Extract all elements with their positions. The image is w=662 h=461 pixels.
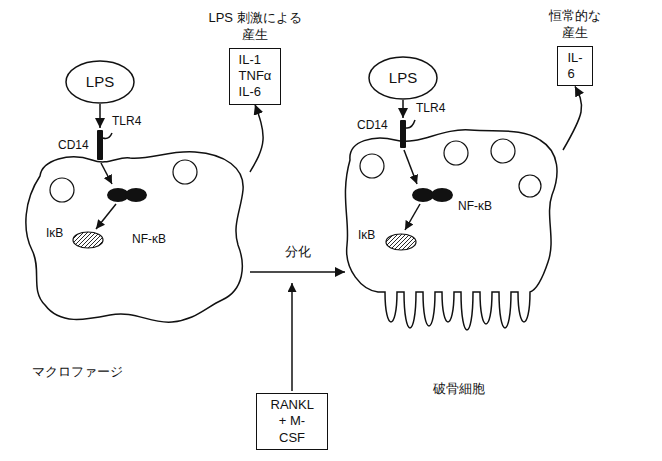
vesicle xyxy=(360,154,384,178)
tlr4-receptor xyxy=(406,120,415,128)
oval-outline xyxy=(369,57,437,99)
signal-arrow xyxy=(404,150,417,184)
cell-membrane xyxy=(345,118,563,400)
signal-arrow xyxy=(101,163,112,184)
vesicle xyxy=(491,139,515,163)
receptor-label: CD14 xyxy=(58,138,89,152)
factor-text: RANKL + M-CSF xyxy=(271,397,314,446)
osteoclast-cell: 破骨細胞 xyxy=(345,118,563,400)
molecule-label: NF-κB xyxy=(132,232,166,246)
vesicle xyxy=(444,141,468,165)
vesicle xyxy=(50,178,74,202)
receptor-label: TLR4 xyxy=(112,114,141,128)
lps-oval: LPS xyxy=(368,56,438,100)
signal-arrow xyxy=(96,204,116,229)
node-text: LPS xyxy=(389,69,417,88)
vesicle xyxy=(173,160,197,184)
cell-name: 破骨細胞 xyxy=(433,381,485,397)
vesicle xyxy=(519,175,541,197)
box-heading: LPS 刺激による 産生 xyxy=(201,10,309,44)
signal-arrow xyxy=(405,204,420,230)
cytokine-box: LPS 刺激による 産生 IL-1 TNFα IL-6 xyxy=(201,10,309,105)
ikb-oval xyxy=(386,234,416,250)
cell-membrane xyxy=(345,130,557,330)
cytokine-box: 恒常的な 産生 IL-6 xyxy=(542,8,608,86)
oval-outline xyxy=(66,61,134,103)
connector-arrow xyxy=(250,271,345,273)
lps-oval: LPS xyxy=(65,60,135,104)
node-text: LPS xyxy=(86,73,114,92)
stimulus-arrow xyxy=(291,283,293,391)
receptor-label: TLR4 xyxy=(416,101,445,115)
tlr4-receptor xyxy=(103,133,112,138)
nfkb-subunit xyxy=(431,188,453,202)
molecule-label: IκB xyxy=(46,226,63,240)
cell-membrane xyxy=(22,128,250,383)
cytokine-list: IL-1 TNFα IL-6 xyxy=(239,52,272,101)
ikb-oval xyxy=(73,232,103,248)
connector-arrow xyxy=(563,86,582,150)
connector-arrow xyxy=(99,104,101,128)
macrophage-cell: マクロファージ xyxy=(22,128,250,383)
box-heading: 恒常的な 産生 xyxy=(542,8,608,42)
cell-name: マクロファージ xyxy=(32,364,123,380)
cytokine-frame: IL-6 xyxy=(557,46,592,87)
cell-membrane xyxy=(26,152,243,322)
factor-box: RANKL + M-CSF xyxy=(256,393,329,450)
edge-label: 分化 xyxy=(283,244,313,260)
connector-arrow xyxy=(402,100,404,118)
cytokine-list: IL-6 xyxy=(567,50,582,83)
molecule-label: IκB xyxy=(358,228,375,242)
cd14-receptor xyxy=(400,120,406,148)
receptor-label: CD14 xyxy=(357,118,388,132)
nfkb-subunit xyxy=(125,188,147,202)
cd14-receptor xyxy=(97,130,103,160)
connector-arrow xyxy=(250,105,263,172)
molecule-label: NF-κB xyxy=(458,199,492,213)
nfkb-subunit xyxy=(412,188,434,202)
cytokine-frame: IL-1 TNFα IL-6 xyxy=(229,48,282,105)
